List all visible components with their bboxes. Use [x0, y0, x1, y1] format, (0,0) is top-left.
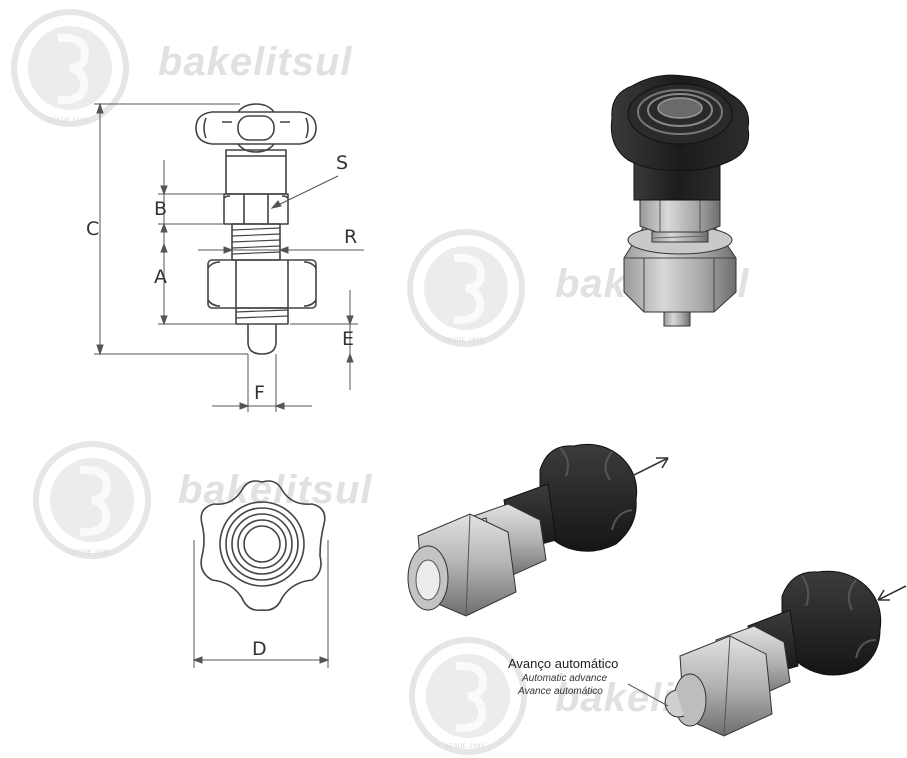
dim-label-b: B — [154, 198, 168, 220]
callout-es: Avance automático — [518, 686, 603, 697]
dim-label-a: A — [154, 266, 167, 288]
dim-label-f: F — [254, 382, 265, 404]
watermark-seal-text-3: DESDE 1995 — [69, 550, 110, 556]
watermark-seal-2 — [407, 229, 525, 347]
dim-label-e: E — [342, 328, 355, 350]
star-knob-outline — [200, 480, 326, 612]
dim-label-d: D — [252, 638, 267, 660]
dim-label-c: C — [86, 218, 100, 240]
watermark-seal-text-2: DESDE 1995 — [443, 338, 484, 344]
watermark-seal-text-4: DESDE 1995 — [444, 744, 485, 750]
watermark-seal-3 — [33, 441, 151, 559]
knob-outline — [195, 111, 317, 145]
watermark-text-1: bakelitsul — [158, 40, 353, 84]
dim-label-s: S — [336, 152, 349, 174]
watermark-seal-1 — [11, 9, 129, 127]
callout-en: Automatic advance — [522, 673, 608, 684]
watermark-seal-text-1: DESDE 1995 — [47, 118, 88, 124]
callout-pt: Avanço automático — [508, 656, 619, 671]
watermark-seal-4 — [409, 637, 527, 755]
dim-label-r: R — [344, 226, 358, 248]
